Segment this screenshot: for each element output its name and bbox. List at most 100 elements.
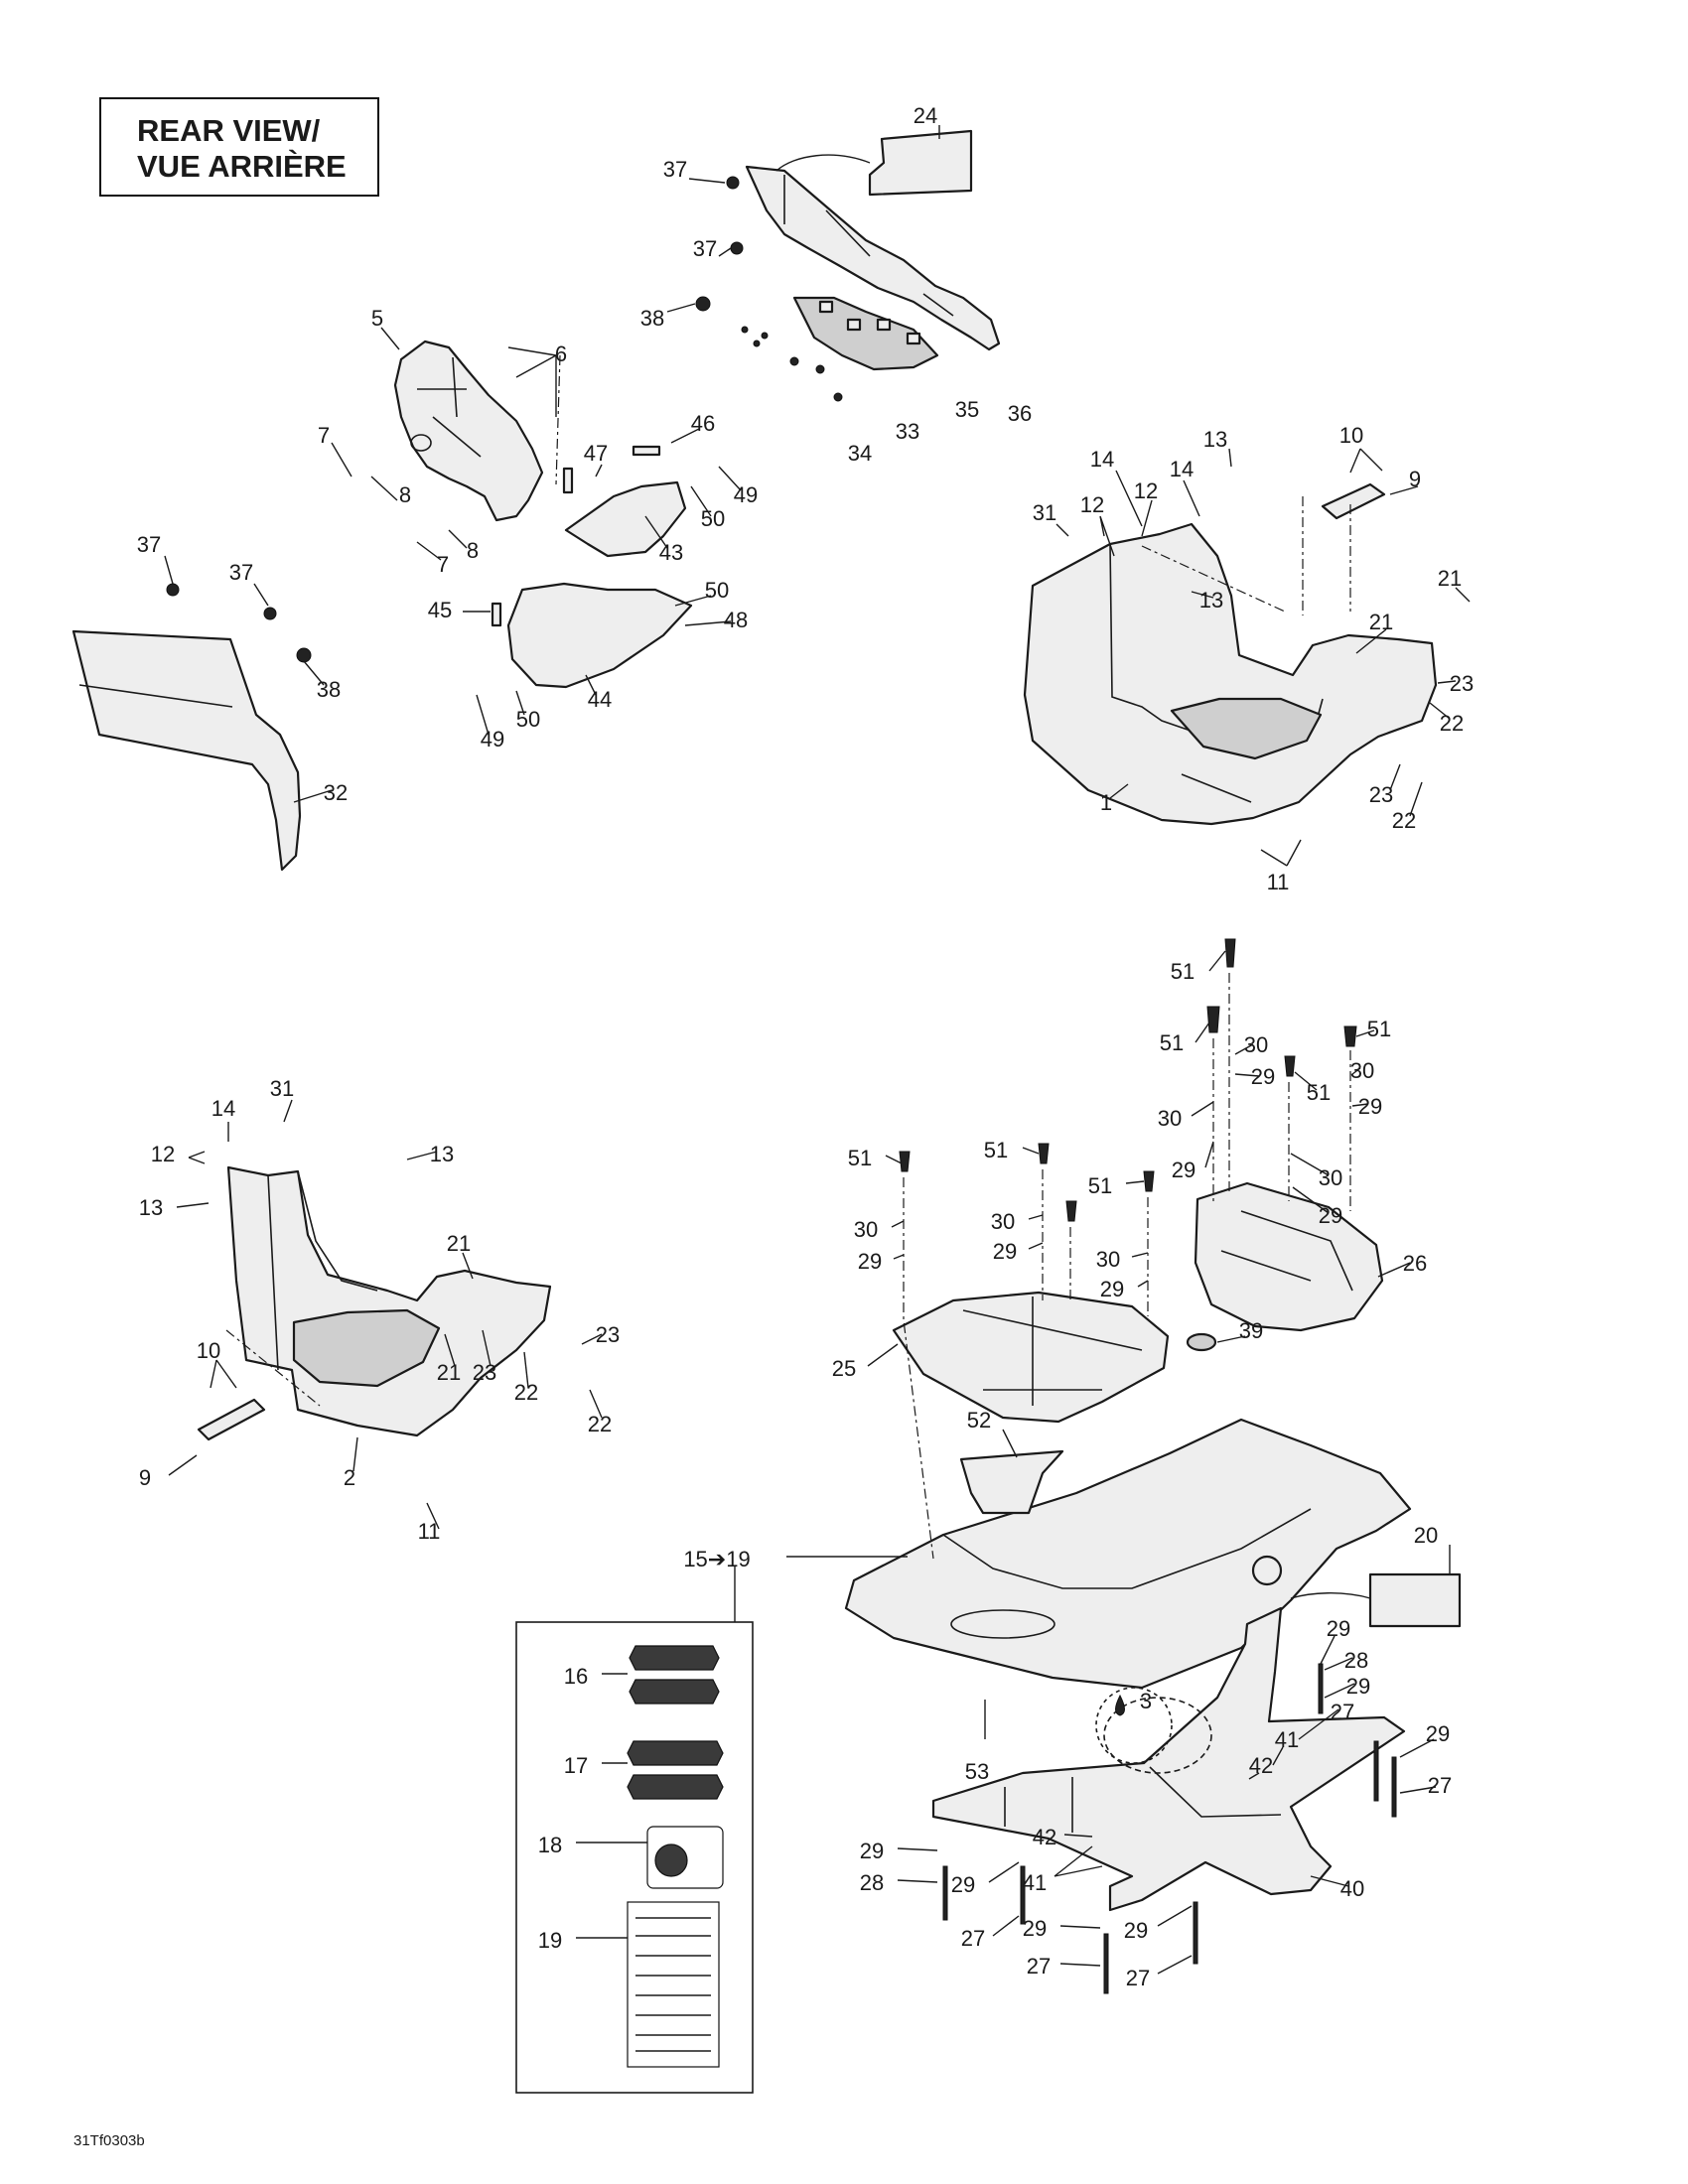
bracket-assembly-5 [393, 340, 544, 522]
plug-39 [1186, 1332, 1217, 1352]
callout-label: 51 [984, 1138, 1008, 1162]
callout-label: 43 [659, 540, 683, 565]
callout-label: 29 [1426, 1721, 1450, 1746]
nuts-37-38 [695, 176, 843, 402]
callout-label: 23 [596, 1322, 620, 1347]
callout-label: 31 [270, 1076, 294, 1101]
decal-52 [959, 1449, 1064, 1515]
rear-body-1 [1023, 482, 1438, 826]
callout-label: 44 [588, 687, 612, 712]
callout-label: 14 [1170, 457, 1194, 481]
callout-label: 18 [538, 1833, 562, 1857]
fender-panel-32 [71, 583, 312, 872]
callout-label: 45 [428, 598, 452, 622]
decal-kit-box [515, 1621, 754, 2094]
callout-label: 20 [1414, 1523, 1438, 1548]
callout-label: 30 [991, 1209, 1015, 1234]
callout-label: 12 [1134, 478, 1158, 503]
callout-label: 7 [437, 552, 449, 577]
callout-label: 22 [1440, 711, 1464, 736]
callout-label: 8 [399, 482, 411, 507]
callout-label: 14 [211, 1096, 235, 1121]
callout-label: 21 [447, 1231, 471, 1256]
callout-label: 39 [1239, 1318, 1263, 1343]
callout-label: 16 [564, 1664, 588, 1689]
callout-label: 22 [1392, 808, 1416, 833]
callout-label: 37 [663, 157, 687, 182]
callout-label: 5 [371, 306, 383, 331]
callout-label: 21 [1369, 610, 1393, 634]
rear-rack-25 [892, 1291, 1170, 1424]
callout-label: 29 [951, 1872, 975, 1897]
view-title-english: REAR VIEW/ [137, 113, 321, 148]
callout-label: 50 [701, 506, 725, 531]
callout-label: 29 [1100, 1277, 1124, 1301]
callout-label: 29 [1346, 1674, 1370, 1699]
callout-label: 38 [317, 677, 341, 702]
callout-label: 29 [1319, 1203, 1342, 1228]
callout-label: 29 [1124, 1918, 1148, 1943]
callout-label: 27 [1027, 1954, 1051, 1979]
callout-label: 47 [584, 441, 608, 466]
callout-label: 37 [137, 532, 161, 557]
callout-label: 9 [1409, 467, 1421, 491]
view-title-french: VUE ARRIÈRE [137, 149, 347, 184]
callout-label: 17 [564, 1753, 588, 1778]
callout-label: 28 [1344, 1648, 1368, 1673]
drawing-code: 31Tf0303b [73, 2132, 145, 2149]
callout-label: 29 [1327, 1616, 1350, 1641]
callout-label: 50 [516, 707, 540, 732]
rear-rack-26 [1194, 1181, 1384, 1332]
callout-label: 41 [1275, 1727, 1299, 1752]
callout-label: 49 [734, 482, 758, 507]
callout-label: 33 [896, 419, 919, 444]
callout-label: 38 [640, 306, 664, 331]
decal-24 [775, 129, 973, 197]
callout-label: 7 [318, 423, 330, 448]
callout-label: 9 [139, 1465, 151, 1490]
view-title-box: REAR VIEW/ VUE ARRIÈRE [99, 97, 379, 197]
callout-label: 27 [961, 1926, 985, 1951]
callout-label: 32 [324, 780, 348, 805]
callout-label: 23 [1450, 671, 1474, 696]
callout-label: 13 [139, 1195, 163, 1220]
callout-label: 35 [955, 397, 979, 422]
callout-label: 48 [724, 608, 748, 632]
drop-icon-3 [1095, 1687, 1173, 1764]
callout-label: 53 [965, 1759, 989, 1784]
callout-label: 30 [1244, 1032, 1268, 1057]
callout-label: 51 [1160, 1030, 1184, 1055]
callout-label: 29 [993, 1239, 1017, 1264]
callout-label: 29 [860, 1839, 884, 1863]
callout-label: 12 [1080, 492, 1104, 517]
callout-label: 11 [1267, 870, 1290, 894]
callout-label: 12 [151, 1142, 175, 1166]
callout-label: 46 [691, 411, 715, 436]
callout-label: 24 [914, 103, 937, 128]
callout-label: 27 [1126, 1966, 1150, 1990]
callout-label: 3 [1140, 1689, 1152, 1713]
callout-label: 31 [1033, 500, 1056, 525]
leader-lines [164, 125, 1471, 1975]
rear-bumper-40 [931, 1606, 1406, 1912]
callout-label: 23 [1369, 782, 1393, 807]
rear-body-2 [197, 1165, 552, 1441]
callout-label: 37 [693, 236, 717, 261]
callout-label: 22 [514, 1380, 538, 1405]
rear-fender-15-19 [844, 1418, 1412, 1690]
callout-label: 36 [1008, 401, 1032, 426]
callout-label: 23 [473, 1360, 496, 1385]
callout-label: 49 [481, 727, 504, 751]
callout-label: 8 [467, 538, 479, 563]
callout-label: 14 [1090, 447, 1114, 472]
callout-label: 41 [1023, 1870, 1047, 1895]
callout-label: 28 [860, 1870, 884, 1895]
splash-guard-44 [491, 582, 693, 689]
callout-label: 13 [1203, 427, 1227, 452]
callout-label: 29 [1023, 1916, 1047, 1941]
callout-label: 26 [1403, 1251, 1427, 1276]
callout-label: 22 [588, 1412, 612, 1436]
callout-label: 27 [1428, 1773, 1452, 1798]
callout-label: 34 [848, 441, 872, 466]
callout-label: 15➔19 [683, 1547, 750, 1571]
